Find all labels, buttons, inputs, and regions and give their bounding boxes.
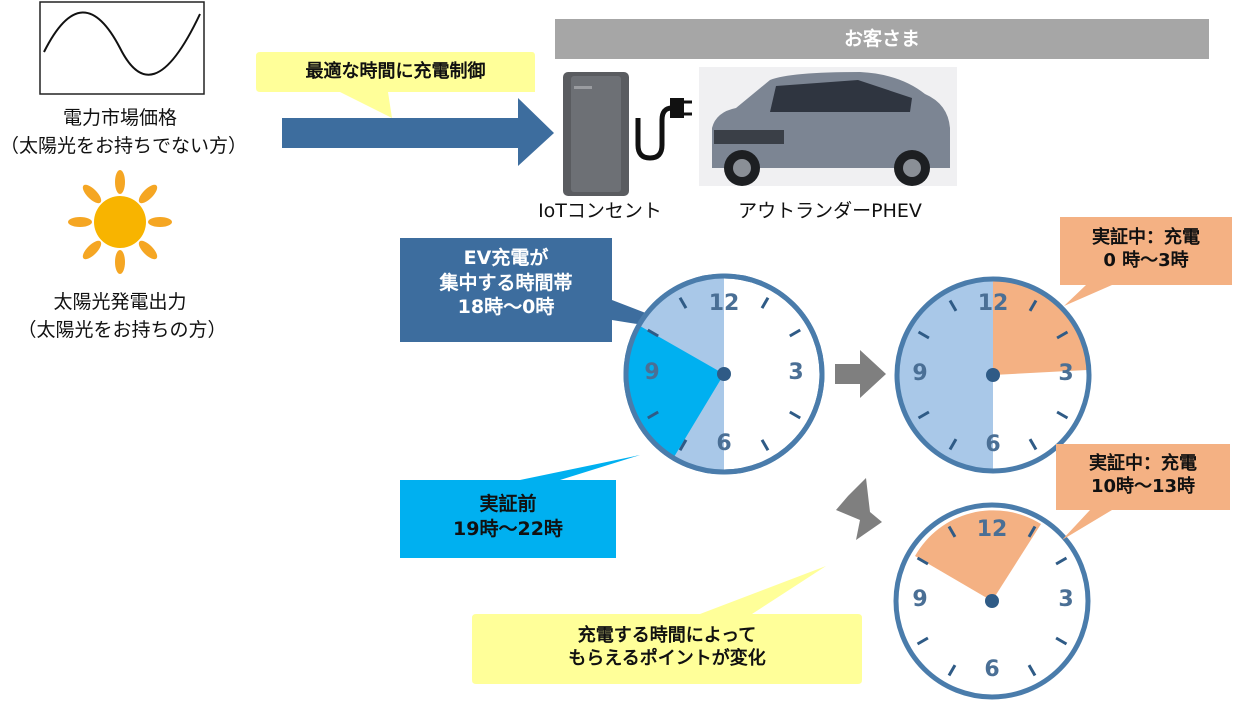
- iot-outlet-label: IoTコンセント: [538, 200, 662, 222]
- points-line-1: 充電する時間によって: [577, 625, 757, 646]
- clock2-num-9: 9: [912, 361, 928, 386]
- clock-tick: [647, 328, 659, 338]
- optimal-callout-text: 最適な時間に充電制御: [305, 61, 486, 82]
- clock2-num-12: 12: [977, 291, 1009, 316]
- control-arrow: [282, 98, 554, 166]
- iot-outlet-device: [563, 72, 629, 196]
- sun-icon: [68, 170, 172, 274]
- clock-tick: [917, 330, 930, 340]
- ev-concentrated-line-1: EV充電が: [463, 247, 549, 269]
- clock-tick: [916, 636, 929, 646]
- arrow-to-clock-a: [835, 350, 886, 398]
- customer-header: お客さま: [843, 28, 920, 50]
- clock-tick: [1055, 556, 1068, 566]
- clock-tick: [1055, 636, 1068, 646]
- clock-tick: [948, 299, 958, 312]
- clock2-num-6: 6: [985, 432, 1001, 457]
- trial-a-line-2: 0 時～3時: [1103, 250, 1189, 272]
- clock3-num-3: 3: [1058, 587, 1074, 612]
- clock-tick: [917, 410, 930, 420]
- clock-tick: [647, 410, 659, 420]
- clock-tick: [789, 328, 801, 338]
- clock-trial-day: [893, 502, 1091, 700]
- before-line-1: 実証前: [479, 493, 537, 515]
- market-price-graph: [39, 1, 205, 95]
- ev-concentrated-line-3: 18時～0時: [457, 296, 555, 319]
- solar-output-label: 太陽光発電出力: [53, 291, 187, 313]
- trial-callout-b: [1056, 444, 1230, 540]
- trial-callout-a-text: 実証中：充電 0 時～3時: [1060, 226, 1232, 273]
- trial-callout-b-text: 実証中：充電 10時～13時: [1056, 452, 1230, 499]
- before-line-2: 19時～22時: [453, 517, 563, 540]
- ev-concentrated-line-2: 集中する時間帯: [439, 271, 573, 294]
- car-image: [699, 67, 957, 186]
- clock-tick: [678, 439, 688, 451]
- trial-b-line-2: 10時～13時: [1090, 476, 1196, 498]
- trial-callout-a: [1060, 217, 1232, 306]
- clock-tick: [1027, 525, 1037, 538]
- car-label: アウトランダーPHEV: [738, 200, 922, 222]
- clock1-num-6: 6: [716, 431, 732, 456]
- clock-tick: [947, 525, 957, 538]
- ev-concentrated-callout: [400, 238, 700, 342]
- trial-b-line-1: 実証中：充電: [1089, 453, 1197, 474]
- clock-tick: [760, 439, 770, 451]
- clock3-num-6: 6: [984, 657, 1000, 682]
- clock-tick: [948, 438, 958, 451]
- before-callout-text: 実証前 19時～22時: [400, 492, 616, 541]
- clock-tick: [916, 556, 929, 566]
- trial-a-line-1: 実証中：充電: [1092, 227, 1200, 248]
- market-price-label: 電力市場価格: [62, 107, 177, 129]
- points-callout-text: 充電する時間によって もらえるポイントが変化: [472, 624, 862, 671]
- clock1-num-9: 9: [644, 360, 660, 385]
- market-price-sublabel: （太陽光をお持ちでない方）: [0, 135, 248, 157]
- clock3-num-12: 12: [976, 517, 1008, 542]
- customer-header-bar: [555, 19, 1209, 59]
- clock1-num-12: 12: [708, 291, 740, 316]
- before-callout: [400, 455, 640, 558]
- clock-tick: [1028, 299, 1038, 312]
- plug-icon: [635, 98, 692, 161]
- points-callout: [472, 566, 862, 684]
- clock-current: [623, 273, 825, 475]
- clock1-num-3: 3: [788, 360, 804, 385]
- clock2-num-3: 3: [1058, 361, 1074, 386]
- clock-tick: [1027, 664, 1037, 677]
- clock-tick: [1056, 410, 1069, 420]
- ev-concentrated-text: EV充電が 集中する時間帯 18時～0時: [400, 246, 612, 320]
- clock-tick: [1056, 330, 1069, 340]
- clock-trial-night: [894, 276, 1092, 474]
- solar-output-sublabel: （太陽光をお持ちの方）: [17, 319, 227, 341]
- clock-tick: [678, 297, 688, 309]
- clock-tick: [1028, 438, 1038, 451]
- optimal-callout: [256, 52, 535, 118]
- arrow-to-clock-b: [836, 478, 882, 540]
- clock3-num-9: 9: [912, 587, 928, 612]
- clock-tick: [789, 410, 801, 420]
- clock-tick: [947, 664, 957, 677]
- clock-tick: [760, 297, 770, 309]
- points-line-2: もらえるポイントが変化: [568, 648, 766, 670]
